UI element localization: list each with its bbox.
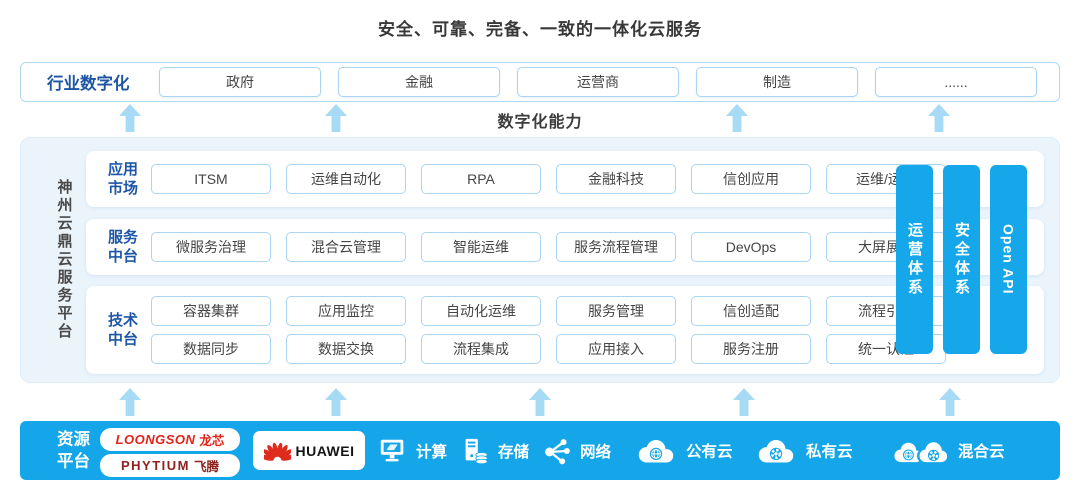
row-tech-platform: 技术中台 容器集群 应用监控 自动化运维 服务管理 信创适配 流程引擎 数据同步… [86, 286, 1044, 374]
capability-smart-ops: 智能运维 [421, 232, 541, 262]
capability-process-integration: 流程集成 [421, 334, 541, 364]
capability-devops: DevOps [691, 232, 811, 262]
sidebar-open-api: Open API [990, 165, 1027, 354]
row-app-market: 应用市场 ITSM 运维自动化 RPA 金融科技 信创应用 运维/运营 [86, 151, 1044, 207]
up-arrow-icon [939, 388, 961, 416]
capability-app-access: 应用接入 [556, 334, 676, 364]
huawei-logo-icon [263, 442, 291, 461]
row-label: 应用市场 [107, 160, 138, 198]
public-cloud-icon [638, 439, 674, 462]
industry-item-operator: 运营商 [517, 67, 679, 97]
cloud-platform-panel: 神州云鼎云服务平台 应用市场 ITSM 运维自动化 RPA 金融科技 信创应用 … [20, 137, 1060, 383]
up-arrow-icon [733, 388, 755, 416]
digital-capability-label: 数字化能力 [497, 114, 583, 131]
resource-item-private-cloud: 私有云 [754, 436, 853, 465]
capability-ops-automation: 运维自动化 [286, 164, 406, 194]
vendor-loongson: LOONGSON 龙芯 [100, 428, 240, 451]
industry-row-label: 行业数字化 [47, 75, 130, 93]
up-arrow-icon [325, 104, 347, 132]
resource-item-network: 网络 [542, 436, 611, 466]
industry-boxes: 政府 金融 运营商 制造 ...... [159, 67, 1037, 97]
up-arrow-icon [119, 104, 141, 132]
industry-item-manufacturing: 制造 [696, 67, 858, 97]
resource-platform-label: 资源平台 [57, 430, 90, 471]
up-arrow-icon [726, 104, 748, 132]
row-service-platform: 服务中台 微服务治理 混合云管理 智能运维 服务流程管理 DevOps 大屏展示 [86, 219, 1044, 275]
capability-service-mgmt: 服务管理 [556, 296, 676, 326]
capability-xinchuang-adapt: 信创适配 [691, 296, 811, 326]
capability-hybrid-cloud-mgmt: 混合云管理 [286, 232, 406, 262]
phytium-cn-text: 飞腾 [193, 460, 219, 474]
huawei-logo-text: HUAWEI [295, 442, 355, 459]
capability-fintech: 金融科技 [556, 164, 676, 194]
resource-item-public-cloud: 公有云 [634, 436, 733, 465]
vendor-huawei: HUAWEI [253, 431, 365, 470]
capability-service-registry: 服务注册 [691, 334, 811, 364]
industry-row: 行业数字化 政府 金融 运营商 制造 ...... [20, 62, 1060, 102]
up-arrow-icon [119, 388, 141, 416]
resource-platform-strip: 资源平台 LOONGSON 龙芯 PHYTIUM 飞腾 [20, 421, 1060, 480]
up-arrow-icon [529, 388, 551, 416]
industry-item-more: ...... [875, 67, 1037, 97]
network-icon [545, 438, 570, 464]
resource-item-hybrid-cloud: 混合云 [892, 436, 1005, 465]
storage-icon [465, 438, 488, 464]
platform-name: 神州云鼎云服务平台 [55, 179, 73, 341]
capability-rpa: RPA [421, 164, 541, 194]
up-arrow-icon [325, 388, 347, 416]
capability-automated-ops: 自动化运维 [421, 296, 541, 326]
loongson-cn-text: 龙芯 [199, 434, 225, 448]
capability-data-sync: 数据同步 [151, 334, 271, 364]
compute-icon [380, 439, 404, 461]
hybrid-cloud-icon [894, 439, 950, 463]
loongson-logo-text: LOONGSON [115, 432, 196, 447]
capability-service-process-mgmt: 服务流程管理 [556, 232, 676, 262]
sidebar-operation-system: 运营体系 [896, 165, 933, 354]
industry-item-finance: 金融 [338, 67, 500, 97]
industry-item-government: 政府 [159, 67, 321, 97]
capability-app-monitoring: 应用监控 [286, 296, 406, 326]
capability-microservice-gov: 微服务治理 [151, 232, 271, 262]
private-cloud-icon [758, 439, 794, 462]
capability-container-cluster: 容器集群 [151, 296, 271, 326]
sidebar-security-system: 安全体系 [943, 165, 980, 354]
resource-item-compute: 计算 [378, 436, 447, 466]
capability-xinchuang-app: 信创应用 [691, 164, 811, 194]
row-label: 技术中台 [107, 311, 138, 349]
capability-data-exchange: 数据交换 [286, 334, 406, 364]
capability-itsm: ITSM [151, 164, 271, 194]
vendor-phytium: PHYTIUM 飞腾 [100, 454, 240, 477]
row-label: 服务中台 [107, 228, 138, 266]
page-title: 安全、可靠、完备、一致的一体化云服务 [378, 20, 702, 39]
up-arrow-icon [928, 104, 950, 132]
resource-item-storage: 存储 [460, 436, 529, 466]
phytium-logo-text: PHYTIUM [120, 458, 190, 473]
